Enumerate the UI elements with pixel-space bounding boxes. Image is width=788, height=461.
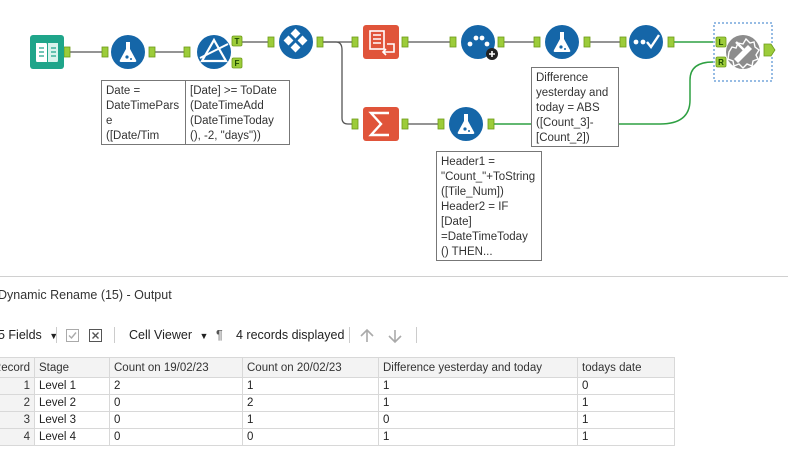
- records-count: 4 records displayed: [236, 328, 345, 342]
- table-cell[interactable]: 1: [242, 377, 379, 395]
- divider: [114, 327, 115, 343]
- filter-false-anchor[interactable]: F: [231, 57, 243, 69]
- record-number: 1: [0, 377, 35, 395]
- table-cell[interactable]: Level 3: [34, 411, 110, 429]
- workflow-diagram: T F: [30, 22, 776, 141]
- paragraph-icon[interactable]: ¶: [216, 328, 223, 342]
- table-row[interactable]: 2 Level 2 0 2 1 1: [0, 394, 675, 412]
- record-number: 4: [0, 428, 35, 446]
- svg-text:F: F: [235, 59, 240, 68]
- table-cell[interactable]: 1: [378, 428, 578, 446]
- chevron-down-icon: ▼: [199, 331, 209, 341]
- results-toolbar: 5 Fields ▼ Cell Viewer ▼ ¶ 4 records dis…: [0, 323, 788, 347]
- svg-text:L: L: [719, 38, 724, 47]
- column-header[interactable]: Difference yesterday and today: [378, 357, 578, 378]
- workflow-canvas[interactable]: T F: [0, 0, 788, 276]
- table-header-row: Record Stage Count on 19/02/23 Count on …: [0, 357, 675, 378]
- table-cell[interactable]: 1: [577, 394, 675, 412]
- table-cell[interactable]: 0: [577, 377, 675, 395]
- table-cell[interactable]: 1: [242, 411, 379, 429]
- arrow-up-icon[interactable]: [359, 323, 375, 347]
- table-cell[interactable]: 1: [378, 377, 578, 395]
- cross-tab-icon[interactable]: [363, 25, 399, 59]
- svg-text:R: R: [718, 58, 724, 67]
- chevron-down-icon: ▼: [49, 331, 59, 341]
- results-title: Dynamic Rename (15) - Output: [0, 288, 172, 302]
- record-number: 2: [0, 394, 35, 412]
- multi-row-icon[interactable]: [461, 25, 498, 60]
- column-header[interactable]: Count on 19/02/23: [109, 357, 243, 378]
- column-header[interactable]: Count on 20/02/23: [242, 357, 379, 378]
- rename-left-anchor[interactable]: L: [715, 36, 727, 48]
- results-table: Record Stage Count on 19/02/23 Count on …: [0, 357, 675, 446]
- record-number: 3: [0, 411, 35, 429]
- column-header[interactable]: Record: [0, 357, 35, 378]
- table-cell[interactable]: 2: [109, 377, 243, 395]
- table-cell[interactable]: 1: [378, 394, 578, 412]
- table-cell[interactable]: 2: [242, 394, 379, 412]
- annotation-formula-date: Date = DateTimeParse ([Date/Time],"%d/%m…: [101, 80, 189, 145]
- arrow-down-icon[interactable]: [387, 323, 403, 347]
- tile-icon[interactable]: [279, 25, 313, 59]
- column-header[interactable]: Stage: [34, 357, 110, 378]
- table-cell[interactable]: 0: [109, 428, 243, 446]
- pane-divider[interactable]: [0, 276, 788, 277]
- svg-text:T: T: [235, 37, 240, 46]
- select-icon[interactable]: [629, 25, 663, 59]
- rename-output-anchor[interactable]: [763, 43, 776, 57]
- fields-dropdown[interactable]: 5 Fields ▼: [0, 323, 58, 347]
- table-cell[interactable]: 1: [577, 428, 675, 446]
- formula-icon[interactable]: [449, 107, 483, 141]
- cell-viewer-dropdown[interactable]: Cell Viewer ▼: [129, 323, 208, 347]
- deselect-icon[interactable]: [89, 323, 102, 347]
- table-cell[interactable]: Level 2: [34, 394, 110, 412]
- table-cell[interactable]: Level 4: [34, 428, 110, 446]
- table-cell[interactable]: Level 1: [34, 377, 110, 395]
- table-cell[interactable]: 0: [242, 428, 379, 446]
- table-cell[interactable]: 0: [378, 411, 578, 429]
- table-row[interactable]: 1 Level 1 2 1 1 0: [0, 377, 675, 395]
- table-row[interactable]: 4 Level 4 0 0 1 1: [0, 428, 675, 446]
- annotation-formula-difference: Difference yesterday and today = ABS ([C…: [531, 67, 619, 147]
- fields-label: 5 Fields: [0, 328, 42, 342]
- filter-icon[interactable]: [197, 35, 231, 69]
- summarize-icon[interactable]: [363, 107, 399, 141]
- annotation-formula-headers: Header1 = "Count_"+ToString([Tile_Num]) …: [436, 151, 542, 261]
- connector: [318, 41, 354, 125]
- formula-icon[interactable]: [111, 35, 145, 69]
- divider: [349, 327, 350, 343]
- table-cell[interactable]: 0: [109, 411, 243, 429]
- dynamic-rename-icon[interactable]: [713, 22, 773, 82]
- filter-true-anchor[interactable]: T: [231, 35, 243, 47]
- table-row[interactable]: 3 Level 3 0 1 0 1: [0, 411, 675, 429]
- check-disabled-icon[interactable]: [66, 323, 79, 347]
- formula-icon[interactable]: [545, 25, 579, 59]
- table-cell[interactable]: 0: [109, 394, 243, 412]
- divider: [56, 327, 57, 343]
- annotation-filter: [Date] >= ToDate (DateTimeAdd (DateTimeT…: [185, 80, 290, 145]
- cell-viewer-label: Cell Viewer: [129, 328, 192, 342]
- input-data-icon[interactable]: [30, 35, 64, 69]
- table-cell[interactable]: 1: [577, 411, 675, 429]
- connector-green: [490, 61, 714, 125]
- column-header[interactable]: todays date: [577, 357, 675, 378]
- rename-right-anchor[interactable]: R: [715, 56, 727, 68]
- divider: [416, 327, 417, 343]
